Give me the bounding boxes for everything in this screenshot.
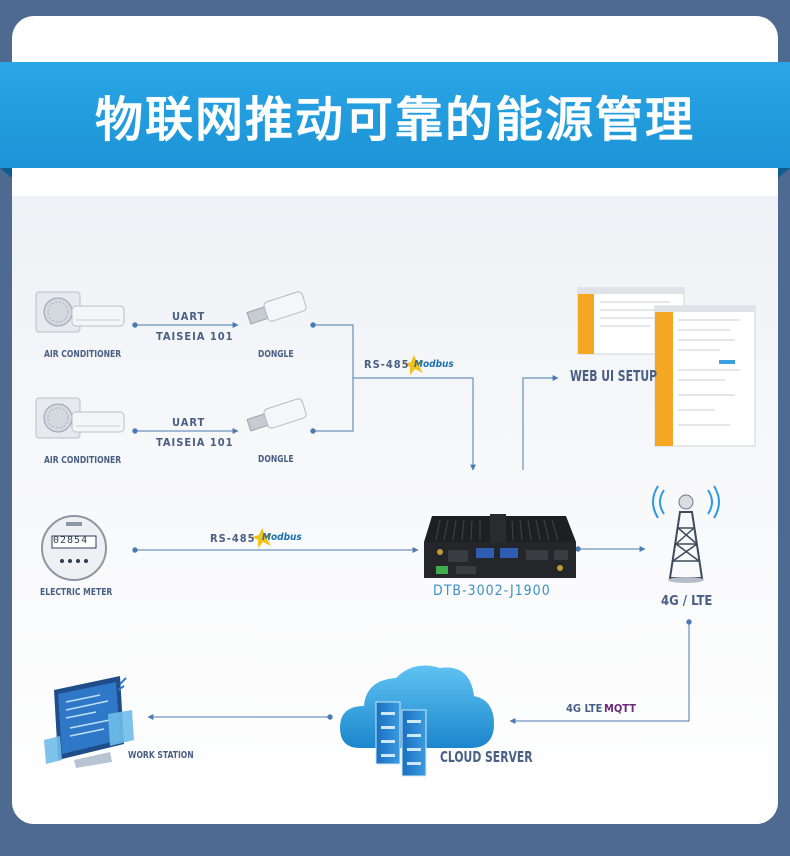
- mqtt-label: MQTT: [604, 702, 637, 715]
- uart-label: UART: [172, 416, 206, 429]
- air-conditioner-icon: [35, 291, 125, 333]
- modbus-label: Modbus: [414, 359, 454, 370]
- banner-fold-right: [778, 168, 790, 178]
- web-ui-screenshot: [577, 287, 756, 447]
- modbus-logo-icon: [252, 528, 272, 548]
- electric-meter-icon: [41, 515, 107, 581]
- work-station-label: WORK STATION: [128, 750, 194, 761]
- banner-fold-left: [0, 168, 12, 178]
- title-banner: 物联网推动可靠的能源管理: [0, 62, 790, 168]
- air-conditioner-icon: [35, 397, 125, 439]
- modbus-logo-icon: [404, 355, 424, 375]
- lte-tower-label: 4G / LTE: [661, 594, 713, 609]
- meter-display: 02854: [53, 535, 89, 546]
- electric-meter-label: ELECTRIC METER: [40, 587, 113, 598]
- page-title: 物联网推动可靠的能源管理: [94, 92, 695, 148]
- air-conditioner-label: AIR CONDITIONER: [44, 349, 122, 360]
- usb-dongle-icon: [246, 291, 307, 325]
- cell-tower-icon: [652, 485, 720, 583]
- connection-lines: [132, 322, 692, 724]
- uart-label: UART: [172, 310, 206, 323]
- industrial-pc-icon: [424, 514, 576, 578]
- modbus-label: Modbus: [262, 532, 302, 543]
- device-model-label: DTB-3002-J1900: [433, 583, 551, 599]
- usb-dongle-icon: [246, 398, 307, 432]
- air-conditioner-label: AIR CONDITIONER: [44, 455, 122, 466]
- dongle-label: DONGLE: [258, 454, 294, 465]
- rs485-label: RS-485: [210, 532, 256, 545]
- workstation-icon: [44, 676, 134, 768]
- lte-link-label: 4G LTE: [566, 702, 603, 715]
- taiseia-label: TAISEIA 101: [156, 436, 234, 449]
- rs485-label: RS-485: [364, 358, 410, 371]
- taiseia-label: TAISEIA 101: [156, 330, 234, 343]
- cloud-server-icon: [340, 665, 494, 777]
- web-ui-setup-label: WEB UI SETUP: [570, 367, 657, 385]
- cloud-server-label: CLOUD SERVER: [440, 748, 533, 766]
- dongle-label: DONGLE: [258, 349, 294, 360]
